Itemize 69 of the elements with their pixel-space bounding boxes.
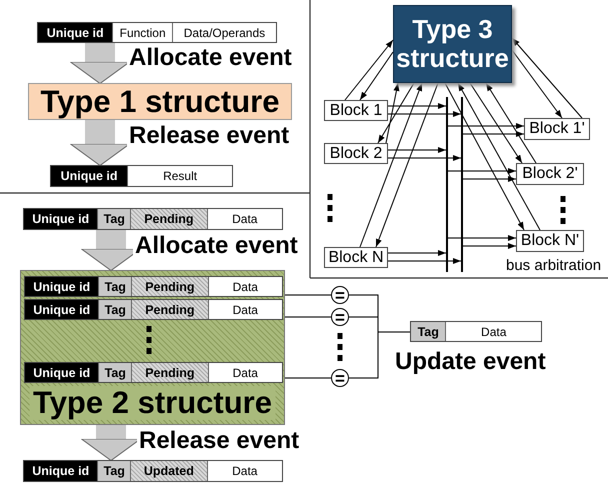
record-row xyxy=(24,276,283,297)
structure-panel xyxy=(20,270,285,425)
block-box: Block 2' xyxy=(516,163,584,185)
record-row xyxy=(24,362,283,383)
block-box: Block N xyxy=(324,247,388,268)
arrow xyxy=(447,123,524,129)
edge-label: Release event xyxy=(127,123,292,149)
comparator-circle: = xyxy=(331,369,349,387)
arrow xyxy=(388,250,446,256)
arrow xyxy=(378,82,414,144)
event-label: Update event xyxy=(395,348,546,376)
arrow xyxy=(462,176,516,182)
record-field: Tag xyxy=(97,461,130,481)
comparator-circle: = xyxy=(331,286,349,304)
record-row xyxy=(24,299,283,320)
record-row xyxy=(410,321,542,342)
block-box: Block 2 xyxy=(324,143,388,164)
record-field: Tag xyxy=(98,300,132,319)
record-field: Updated xyxy=(130,461,207,481)
arrow xyxy=(512,50,562,118)
arrow xyxy=(444,82,524,230)
record-field: Pending xyxy=(131,363,208,382)
arrow xyxy=(388,111,462,117)
arrow xyxy=(486,82,536,164)
annotation-text: bus arbitration xyxy=(506,257,602,274)
record-field: Tag xyxy=(411,322,446,341)
bus-line xyxy=(461,97,462,272)
arrow xyxy=(388,258,462,264)
record-field: Unique id xyxy=(25,300,98,319)
record-field: Unique id xyxy=(24,461,98,481)
arrow xyxy=(344,40,394,100)
arrow xyxy=(470,82,522,164)
arrow xyxy=(386,82,400,144)
record-field: Tag xyxy=(98,363,132,382)
record-field: Unique id xyxy=(51,166,128,186)
arrow xyxy=(447,235,516,241)
record-row xyxy=(23,460,283,482)
record-field: Tag xyxy=(97,209,130,229)
arrow xyxy=(458,82,540,230)
record-field: Unique id xyxy=(25,363,98,382)
record-field: Unique id xyxy=(38,23,112,42)
arrow xyxy=(360,82,422,248)
block-box: Block N' xyxy=(516,230,584,252)
comparator-circle: = xyxy=(331,308,349,326)
block-box: Block 1 xyxy=(324,100,388,121)
structure-box: Type 1 structure xyxy=(28,83,292,120)
arrow xyxy=(388,155,462,161)
connector-line xyxy=(348,332,410,378)
record-row xyxy=(50,165,233,187)
arrow xyxy=(376,82,438,248)
record-field: Unique id xyxy=(24,209,98,229)
record-field: Unique id xyxy=(25,277,98,296)
structure-title: Type 2 structure xyxy=(29,386,276,420)
arrow xyxy=(360,52,394,100)
record-field: Pending xyxy=(131,300,208,319)
arrow xyxy=(388,147,446,153)
arrow xyxy=(388,103,446,109)
structure-box: Type 3 structure xyxy=(393,5,512,83)
arrow xyxy=(462,243,516,249)
bus-line xyxy=(446,97,448,272)
arrow xyxy=(447,168,516,174)
arrow xyxy=(512,38,582,118)
record-row xyxy=(37,22,277,43)
arrow xyxy=(462,131,524,137)
record-field: Pending xyxy=(130,209,207,229)
record-row xyxy=(23,208,283,230)
record-field: Pending xyxy=(131,277,208,296)
record-field: Tag xyxy=(98,277,132,296)
block-box: Block 1' xyxy=(524,118,590,140)
